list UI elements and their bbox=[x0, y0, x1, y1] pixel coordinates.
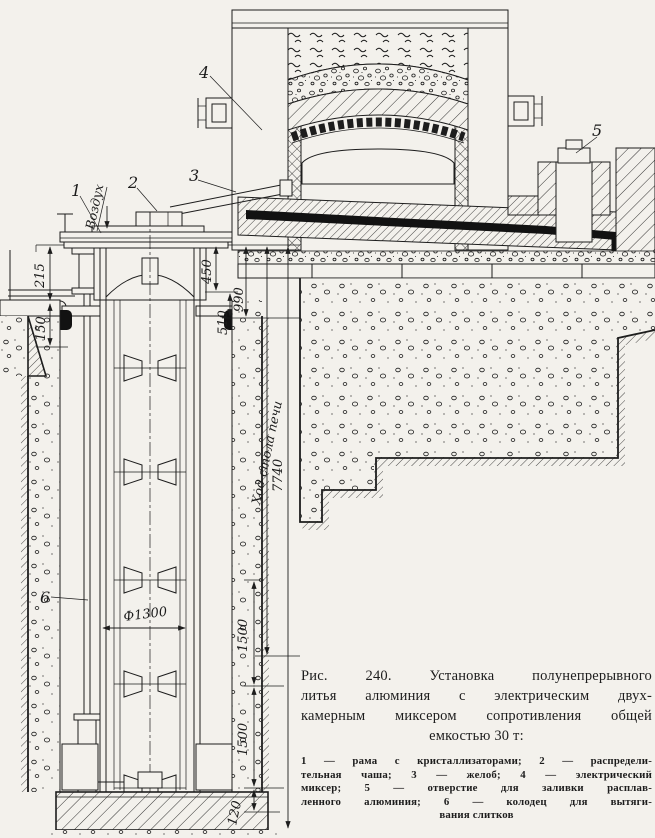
guide-funnels bbox=[113, 354, 187, 802]
air-flow-label: Воздух bbox=[82, 183, 110, 232]
dim-1500a: 1500 bbox=[236, 619, 251, 652]
left-trunnion bbox=[197, 97, 233, 129]
callout-5: 5 bbox=[592, 121, 602, 140]
legend-line: 1 — рама с кристаллизаторами; 2 — распре… bbox=[301, 755, 652, 767]
dim-215: 215 bbox=[33, 263, 48, 289]
dim-510: 510 bbox=[216, 310, 231, 335]
casting-machine bbox=[0, 179, 300, 838]
crystallizer-column bbox=[99, 212, 201, 815]
air-label: Воздух bbox=[82, 183, 106, 232]
dim-1300: Ф1300 bbox=[123, 605, 168, 625]
callout-3: 3 bbox=[189, 166, 199, 185]
legend-line: вания слитков bbox=[439, 809, 514, 821]
dim-150: 150 bbox=[34, 316, 49, 341]
caption-line: камерным миксером сопротивления общей bbox=[301, 708, 652, 724]
callout-1: 1 bbox=[71, 181, 81, 200]
callout-4: 4 bbox=[198, 63, 209, 82]
flanged-column bbox=[71, 247, 133, 801]
callout-6: 6 bbox=[40, 588, 50, 607]
pouring-opening bbox=[507, 139, 611, 243]
mixer-furnace bbox=[197, 9, 655, 301]
caption-line: емкостью 30 т: bbox=[429, 728, 524, 744]
dim-450: 450 bbox=[200, 259, 215, 285]
launder bbox=[169, 179, 293, 216]
callout-2: 2 bbox=[127, 173, 138, 192]
caption-line: литья алюминия с электрическим двух- bbox=[301, 688, 652, 704]
figure-caption: Рис. 240. Установка полунепрерывного лит… bbox=[301, 666, 652, 823]
caption-title: Рис. 240. Установка полунепрерывного лит… bbox=[301, 666, 652, 746]
dim-990: 990 bbox=[232, 287, 247, 312]
callouts: 1 2 3 4 5 6 Воздух bbox=[40, 63, 602, 607]
legend-line: ленного алюминия; 6 — колодец для вытяги… bbox=[301, 795, 652, 808]
caption-legend: 1 — рама с кристаллизаторами; 2 — распре… bbox=[301, 755, 652, 823]
dim-120: 120 bbox=[225, 799, 245, 826]
dim-1500b: 1500 bbox=[236, 723, 251, 756]
legend-line: тельная чаша; 3 — желоб; 4 — электрическ… bbox=[301, 768, 652, 781]
dim-7740: 7740 bbox=[271, 459, 286, 492]
legend-line: миксер; 5 — отверстие для заливки распла… bbox=[301, 782, 652, 794]
caption-line: Рис. 240. Установка полунепрерывного bbox=[301, 668, 652, 684]
right-trunnion bbox=[507, 95, 543, 127]
furnace-foundation bbox=[237, 250, 655, 530]
